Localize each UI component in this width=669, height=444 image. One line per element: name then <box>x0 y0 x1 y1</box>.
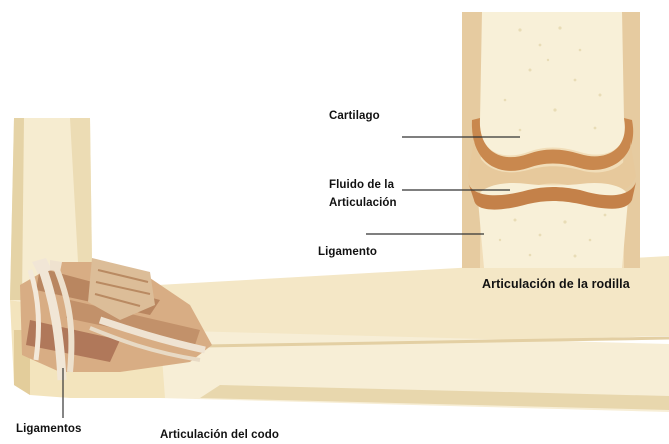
knee-caption: Articulación de la rodilla <box>482 276 630 292</box>
humerus-shadow <box>10 118 24 300</box>
fluid-label-line2: Articulación <box>329 195 397 211</box>
tendon-end-2 <box>50 260 62 272</box>
cartilage-label: Cartilago <box>329 108 380 124</box>
fluid-label-line1: Fluido de la <box>329 177 394 193</box>
ligament-label: Ligamento <box>318 244 377 260</box>
knee-illustration <box>462 12 640 268</box>
elbow-caption: Articulación del codo <box>160 427 279 443</box>
ligaments-label: Ligamentos <box>16 421 82 437</box>
femur-bone <box>480 12 625 155</box>
